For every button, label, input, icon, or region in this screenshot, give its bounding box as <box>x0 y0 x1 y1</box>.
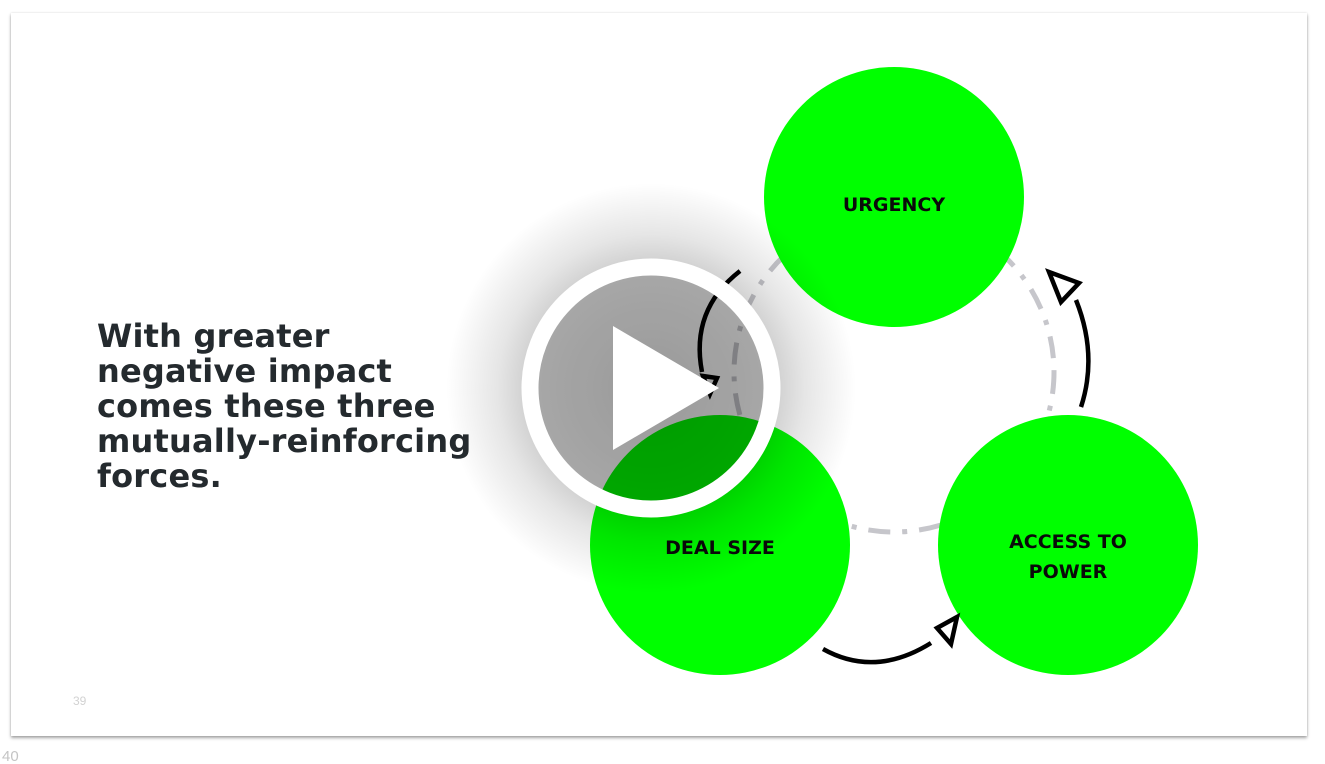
heading-line: comes these three <box>97 387 436 425</box>
heading-line: With greater <box>97 317 330 355</box>
heading-line: forces. <box>97 457 222 495</box>
play-button-ring[interactable] <box>521 258 781 518</box>
slide-heading: With greater negative impact comes these… <box>97 319 557 494</box>
heading-line: negative impact <box>97 352 393 390</box>
slide-number: 39 <box>73 694 87 708</box>
play-button[interactable] <box>521 258 781 518</box>
play-icon[interactable] <box>613 326 719 450</box>
next-slide-number: 40 <box>2 748 19 764</box>
heading-line: mutually-reinforcing <box>97 422 472 460</box>
